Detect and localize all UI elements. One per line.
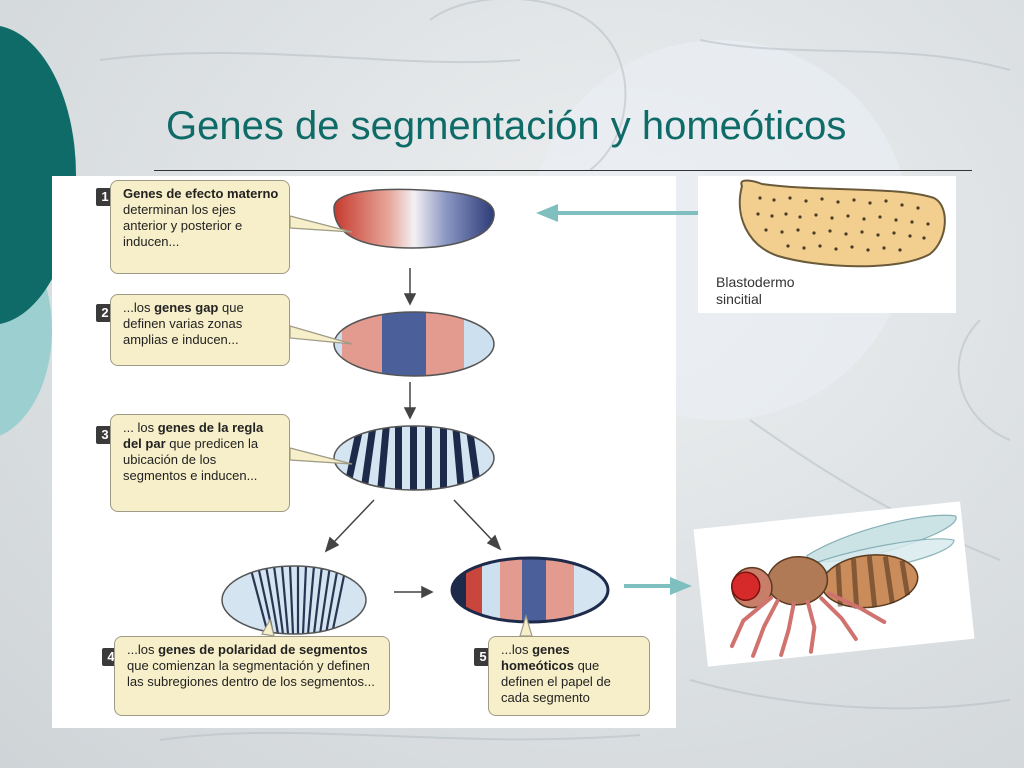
step-3-text-c: que predicen la ubicación de los segment… <box>123 436 259 483</box>
step-3-text-a: ... los <box>123 420 158 435</box>
step-2-text-c: que definen varias zonas amplias e induc… <box>123 300 244 347</box>
arrow-to-polarity <box>324 499 375 553</box>
embryo-pair-rule <box>334 426 494 490</box>
embryo-gap <box>334 312 494 376</box>
step-2-text-b: genes gap <box>154 300 219 315</box>
embryo-pair-rule-outline <box>333 425 495 491</box>
blastoderm-panel: Blastodermo sincitial <box>698 176 956 313</box>
step-5-text-b: genes homeóticos <box>501 642 574 673</box>
segmentation-diagram-panel: 1 Genes de efecto materno determinan los… <box>52 176 676 728</box>
embryo-segment-polarity <box>222 566 366 634</box>
slide-title: Genes de segmentación y homeóticos <box>166 104 847 148</box>
step-callout-3: ... los genes de la regla del par que pr… <box>110 414 290 512</box>
step-callout-2: ...los genes gap que definen varias zona… <box>110 294 290 366</box>
blastoderm-label: Blastodermo sincitial <box>716 274 795 308</box>
step-3-text-b: genes de la regla del par <box>123 420 264 451</box>
arrow-blastoderm-to-embryo <box>536 204 698 222</box>
embryo-segment-polarity-outline <box>221 565 367 635</box>
step-callout-4: ...los genes de polaridad de segmentos q… <box>114 636 390 716</box>
step-callout-1: Genes de efecto materno determinan los e… <box>110 180 290 274</box>
arrow-to-homeotic <box>453 499 502 551</box>
arrow-down-1 <box>403 268 417 306</box>
step-5-text-a: ...los <box>501 642 533 657</box>
step-4-text-a: ...los <box>127 642 159 657</box>
title-underline <box>154 170 972 171</box>
step-number-1: 1 <box>96 188 114 206</box>
blastoderm-label-line2: sincitial <box>716 291 762 307</box>
step-number-3: 3 <box>96 426 114 444</box>
step-1-text-a: Genes de efecto materno <box>123 186 279 201</box>
step-number-2: 2 <box>96 304 114 322</box>
embryo-homeotic-outline <box>450 556 610 624</box>
callout-pointers <box>261 215 533 637</box>
blastoderm-illustration <box>738 179 946 268</box>
arrow-down-2 <box>403 382 417 420</box>
arrow-polarity-to-homeotic <box>394 585 434 599</box>
step-1-text-b: determinan los ejes anterior y posterior… <box>123 202 243 249</box>
embryo-maternal <box>333 188 495 249</box>
step-4-text-b: genes de polaridad de segmentos <box>158 642 368 657</box>
step-5-text-c: que definen el papel de cada segmento <box>501 658 611 705</box>
blastoderm-label-line1: Blastodermo <box>716 274 795 290</box>
fruit-fly-illustration <box>729 514 957 658</box>
step-4-text-c: que comienzan la segmentación y definen … <box>127 658 375 689</box>
embryo-gap-outline <box>333 311 495 377</box>
arrow-to-fly <box>624 577 692 595</box>
step-callout-5: ...los genes homeóticos que definen el p… <box>488 636 650 716</box>
step-2-text-a: ...los <box>123 300 155 315</box>
step-number-5: 5 <box>474 648 492 666</box>
fruit-fly-panel <box>693 501 975 667</box>
embryo-illustrations <box>221 188 610 637</box>
